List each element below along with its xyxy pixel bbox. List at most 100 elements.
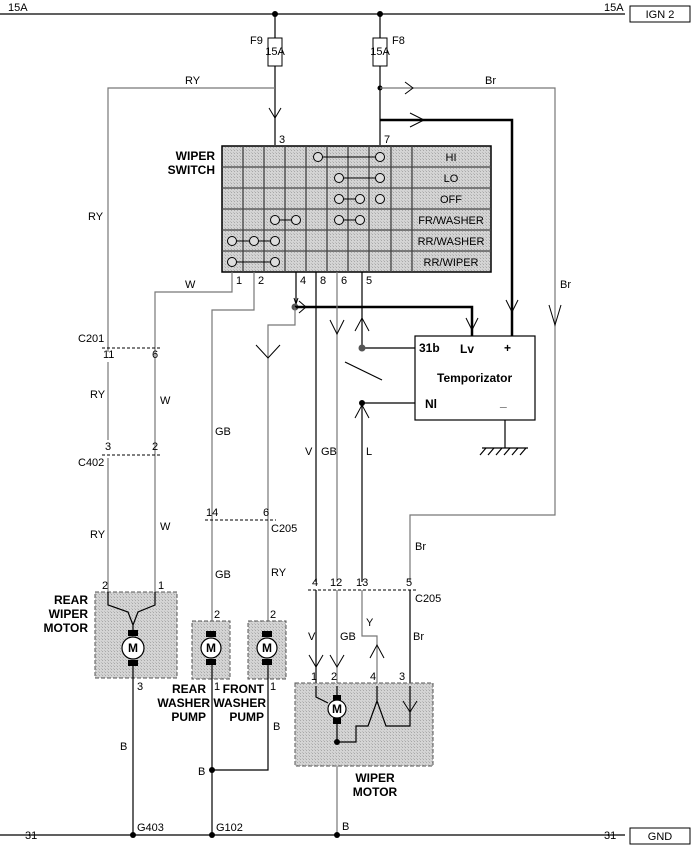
switch-contact xyxy=(270,257,280,267)
c201-label: C201 xyxy=(78,333,104,345)
wire-label-w: W xyxy=(160,395,171,407)
wiper-motor-label: WIPER xyxy=(355,771,395,785)
wire-label-br: Br xyxy=(413,631,424,643)
pin: 2 xyxy=(270,609,276,621)
wire-label-gb: GB xyxy=(340,631,356,643)
switch-title: WIPER xyxy=(176,149,216,163)
switch-pin-8: 8 xyxy=(320,275,326,287)
ground-g102-label: G102 xyxy=(216,822,243,834)
switch-contact xyxy=(249,236,259,246)
ground-g403-label: G403 xyxy=(137,822,164,834)
wire-label-br: Br xyxy=(415,541,426,553)
temporizator-pin-lv: Lv xyxy=(460,342,474,356)
motor-symbol: M xyxy=(128,641,138,655)
rear-washer-pump: 2 M 1 REAR WASHER PUMP xyxy=(157,609,231,724)
switch-position-lo: LO xyxy=(444,173,459,185)
connector-c201: C201 11 6 xyxy=(78,333,162,361)
front-washer-pump-label: FRONT xyxy=(223,682,265,696)
motor-symbol: M xyxy=(262,641,272,655)
fuse-f8: F8 15A 7 xyxy=(370,14,405,146)
rail-right-label: 15A xyxy=(604,2,624,14)
c205-pin: 4 xyxy=(312,577,318,589)
switch-contact xyxy=(375,194,385,204)
c205-label: C205 xyxy=(271,523,297,535)
switch-position-fr-washer: FR/WASHER xyxy=(418,215,484,227)
switch-pin-2: 2 xyxy=(258,275,264,287)
wire-label-w: W xyxy=(160,521,171,533)
temporizator-pin-minus: _ xyxy=(499,395,507,409)
fuse-f8-rating: 15A xyxy=(370,46,390,58)
switch-pin-1: 1 xyxy=(236,275,242,287)
pin: 2 xyxy=(331,671,337,683)
gnd-label: GND xyxy=(648,831,673,843)
pin: 1 xyxy=(311,671,317,683)
rear-wiper-motor-label: REAR xyxy=(54,593,88,607)
switch-contact xyxy=(355,194,365,204)
switch-contact xyxy=(270,215,280,225)
temporizator-pin-31b: 31b xyxy=(419,341,440,355)
fuse-f9-name: F9 xyxy=(250,35,263,47)
switch-contact xyxy=(334,194,344,204)
switch-title: SWITCH xyxy=(168,163,215,177)
c205-pin: 6 xyxy=(263,507,269,519)
temporizator-relay: 31b Lv + Temporizator Nl _ xyxy=(414,335,536,456)
rear-wiper-motor-label: WIPER xyxy=(49,607,89,621)
fuse-f9: F9 15A 3 xyxy=(250,14,285,146)
wire-label-ry: RY xyxy=(88,211,104,223)
c402-label: C402 xyxy=(78,457,104,469)
ground-icon xyxy=(479,447,527,456)
motor-symbol: M xyxy=(206,641,216,655)
switch-contact xyxy=(334,173,344,183)
connector-c205-left: 14 6 C205 xyxy=(205,507,297,535)
pin: 1 xyxy=(158,580,164,592)
switch-pin-4: 4 xyxy=(300,275,306,287)
wire-label-b: B xyxy=(120,741,127,753)
ground-rail: G403 G102 31 31 GND xyxy=(0,822,691,845)
switch-pin-5: 5 xyxy=(366,275,372,287)
motor-icon xyxy=(327,699,347,719)
rear-wiper-motor-label: MOTOR xyxy=(44,621,89,635)
c402-pin: 3 xyxy=(105,441,111,453)
wire-label-br: Br xyxy=(485,75,496,87)
switch-contact xyxy=(270,236,280,246)
connector-c402: 3 2 C402 xyxy=(78,441,162,469)
c201-pin: 6 xyxy=(152,349,158,361)
wire-label-y: Y xyxy=(366,617,374,629)
rail-left-label: 15A xyxy=(8,2,28,14)
switch-position-off: OFF xyxy=(440,194,462,206)
motor-symbol: M xyxy=(332,702,342,716)
ign2-power-rail: 15A 15A IGN 2 xyxy=(0,2,691,23)
wiper-switch: WIPER SWITCH HI LO OFF FR/WASHER RR/WASHER RR… xyxy=(168,145,492,273)
wire-label-gb: GB xyxy=(215,569,231,581)
switch-contact xyxy=(313,152,323,162)
front-washer-pump-label: WASHER xyxy=(213,696,266,710)
pin: 3 xyxy=(137,681,143,693)
wire-label-br: Br xyxy=(560,279,571,291)
wire-label-gb: GB xyxy=(321,446,337,458)
pin: 1 xyxy=(214,681,220,693)
rear-wiper-motor: REAR WIPER MOTOR 2 1 M 3 xyxy=(44,580,178,835)
switch-position-rr-washer: RR/WASHER xyxy=(418,236,485,248)
pin: 1 xyxy=(270,681,276,693)
temporizator-pin-nl: Nl xyxy=(425,397,437,411)
wire-label-ry: RY xyxy=(90,389,106,401)
c205-pin: 13 xyxy=(356,577,368,589)
connector-c205-right: 4 12 13 5 C205 xyxy=(308,577,441,605)
switch-pin-3: 3 xyxy=(279,134,285,146)
front-washer-pump: 2 M 1 FRONT WASHER PUMP xyxy=(213,609,287,724)
rail-right-label: 31 xyxy=(604,830,616,842)
switch-position-hi: HI xyxy=(446,152,457,164)
switch-contact xyxy=(334,215,344,225)
switch-contact xyxy=(355,215,365,225)
wiper-motor: 1 2 4 3 M WIPER MOTOR xyxy=(294,671,434,799)
rear-washer-pump-label: PUMP xyxy=(171,710,206,724)
switch-contact xyxy=(227,236,237,246)
c402-pin: 2 xyxy=(152,441,158,453)
pin: 4 xyxy=(370,671,376,683)
wire-label-w: W xyxy=(185,279,196,291)
wire-label-b: B xyxy=(342,821,349,833)
c201-pin: 11 xyxy=(103,349,114,361)
switch-position-rr-wiper: RR/WIPER xyxy=(424,257,479,269)
switch-pin-6: 6 xyxy=(341,275,347,287)
wire-label-ry: RY xyxy=(271,567,287,579)
